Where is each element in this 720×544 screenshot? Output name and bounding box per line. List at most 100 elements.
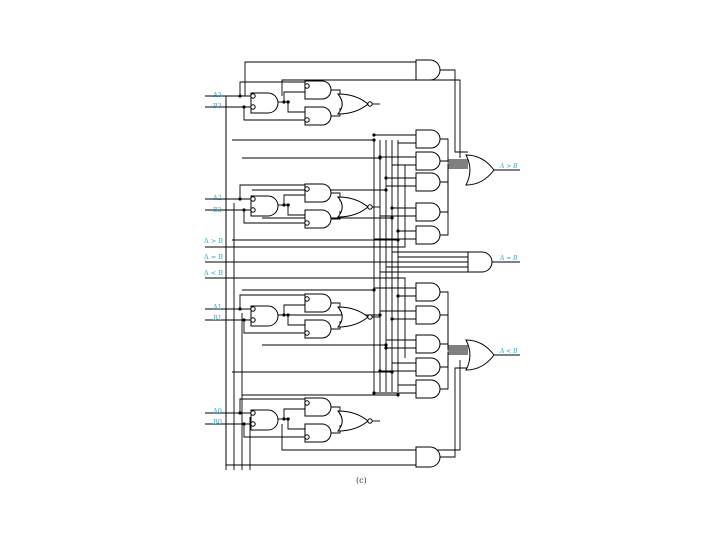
inverter-bubble (304, 186, 310, 192)
input-label-altb: A < B (203, 269, 223, 277)
term-output (440, 343, 468, 351)
junction-dot (282, 417, 286, 421)
output-label-altb: A < B (499, 348, 518, 355)
upper-loop (281, 79, 461, 158)
altb-term-and-gate (415, 379, 441, 399)
term-output (440, 160, 468, 163)
junction-dot (396, 229, 400, 233)
xor-feed (287, 102, 305, 113)
junction-dot (384, 343, 388, 347)
term-output (440, 291, 468, 347)
inverter-bubble (250, 421, 256, 427)
junction-dot (286, 203, 290, 207)
junction-dot (372, 138, 376, 142)
xnor-or-gate (336, 196, 369, 218)
junction-dot (384, 176, 388, 180)
junction-dot (396, 238, 400, 242)
cascade-agtb (205, 165, 406, 248)
a-feed (239, 81, 305, 96)
lsb-out (440, 367, 468, 458)
stage-and-gate (250, 409, 279, 431)
junction-dot (286, 100, 290, 104)
inverter-bubble (304, 83, 310, 89)
lower-loop (281, 360, 461, 451)
term-output (440, 353, 468, 390)
inverter-bubble (304, 117, 310, 123)
xnor-and-gate-bottom (304, 423, 332, 443)
xor-feed (283, 408, 305, 419)
xnor-or-gate (336, 410, 369, 432)
inverter-bubble (367, 101, 373, 107)
input-label-b2: B2 (213, 206, 222, 214)
term-output (440, 165, 468, 213)
junction-dot (242, 208, 246, 212)
agtb-term-and-gate (415, 225, 441, 245)
inverter-bubble (367, 418, 373, 424)
altb-term-and-gate (415, 334, 441, 354)
term-output (440, 163, 468, 183)
junction-dot (372, 288, 376, 292)
junction-dot (384, 188, 388, 192)
cascade-altb (205, 277, 406, 358)
inverter-bubble (304, 400, 310, 406)
agtb-term-and-gate (415, 202, 441, 222)
junction-dot (238, 411, 242, 415)
b-feed (243, 320, 305, 334)
junction-dot (378, 313, 382, 317)
input-label-a3: A3 (212, 91, 222, 99)
inverter-bubble (250, 306, 256, 312)
output-label-aeqb: A = B (499, 255, 518, 262)
figure-caption: (c) (356, 476, 367, 485)
input-label-b3: B3 (213, 102, 222, 110)
junction-layer (238, 94, 400, 426)
xnor-or-gate (336, 93, 369, 115)
xnor-and-gate-bottom (304, 209, 332, 229)
agtb-term-and-gate (415, 151, 441, 171)
stage-and-gate (250, 305, 279, 327)
xnor-and-gate-bottom (304, 319, 332, 339)
input-label-agtb: A > B (203, 237, 223, 245)
agtb-term-and-gate (415, 172, 441, 192)
gate-layer (250, 59, 495, 468)
junction-dot (372, 391, 376, 395)
xnor-and-gate-top (304, 183, 332, 203)
inverter-bubble (304, 296, 310, 302)
junction-dot (242, 318, 246, 322)
output-label-agtb: A > B (499, 163, 518, 170)
junction-dot (286, 313, 290, 317)
junction-dot (372, 133, 376, 137)
top-feedback (244, 61, 416, 96)
input-label-a0: A0 (212, 407, 222, 415)
junction-dot (390, 216, 394, 220)
xor-feed (283, 304, 305, 315)
aeqb-output-and-gate (467, 251, 493, 273)
altb-term-and-gate (415, 305, 441, 325)
term-output (440, 314, 468, 349)
agtb-term-and-gate (415, 129, 441, 149)
b-feed (243, 107, 305, 121)
junction-dot (282, 203, 286, 207)
lsb-and-gate (415, 446, 441, 468)
stage-and-gate (250, 92, 279, 114)
junction-dot (378, 369, 382, 373)
input-label-b0: B0 (213, 418, 222, 426)
input-label-a2: A2 (212, 194, 222, 202)
junction-dot (396, 294, 400, 298)
msb-out (440, 69, 468, 153)
junction-dot (378, 156, 382, 160)
input-label-a1: A1 (212, 303, 222, 311)
xnor-and-gate-top (304, 397, 332, 417)
altb-term-and-gate (415, 357, 441, 377)
xor-feed (287, 419, 305, 430)
b-feed (243, 210, 305, 224)
xnor-or-gate (336, 306, 369, 328)
inverter-bubble (250, 410, 256, 416)
junction-dot (286, 417, 290, 421)
xor-feed (283, 194, 305, 205)
a-feed (239, 294, 305, 309)
junction-dot (390, 206, 394, 210)
xnor-and-gate-top (304, 80, 332, 100)
inverter-bubble (250, 104, 256, 110)
and-to-or (331, 425, 341, 434)
term-output (440, 167, 468, 236)
